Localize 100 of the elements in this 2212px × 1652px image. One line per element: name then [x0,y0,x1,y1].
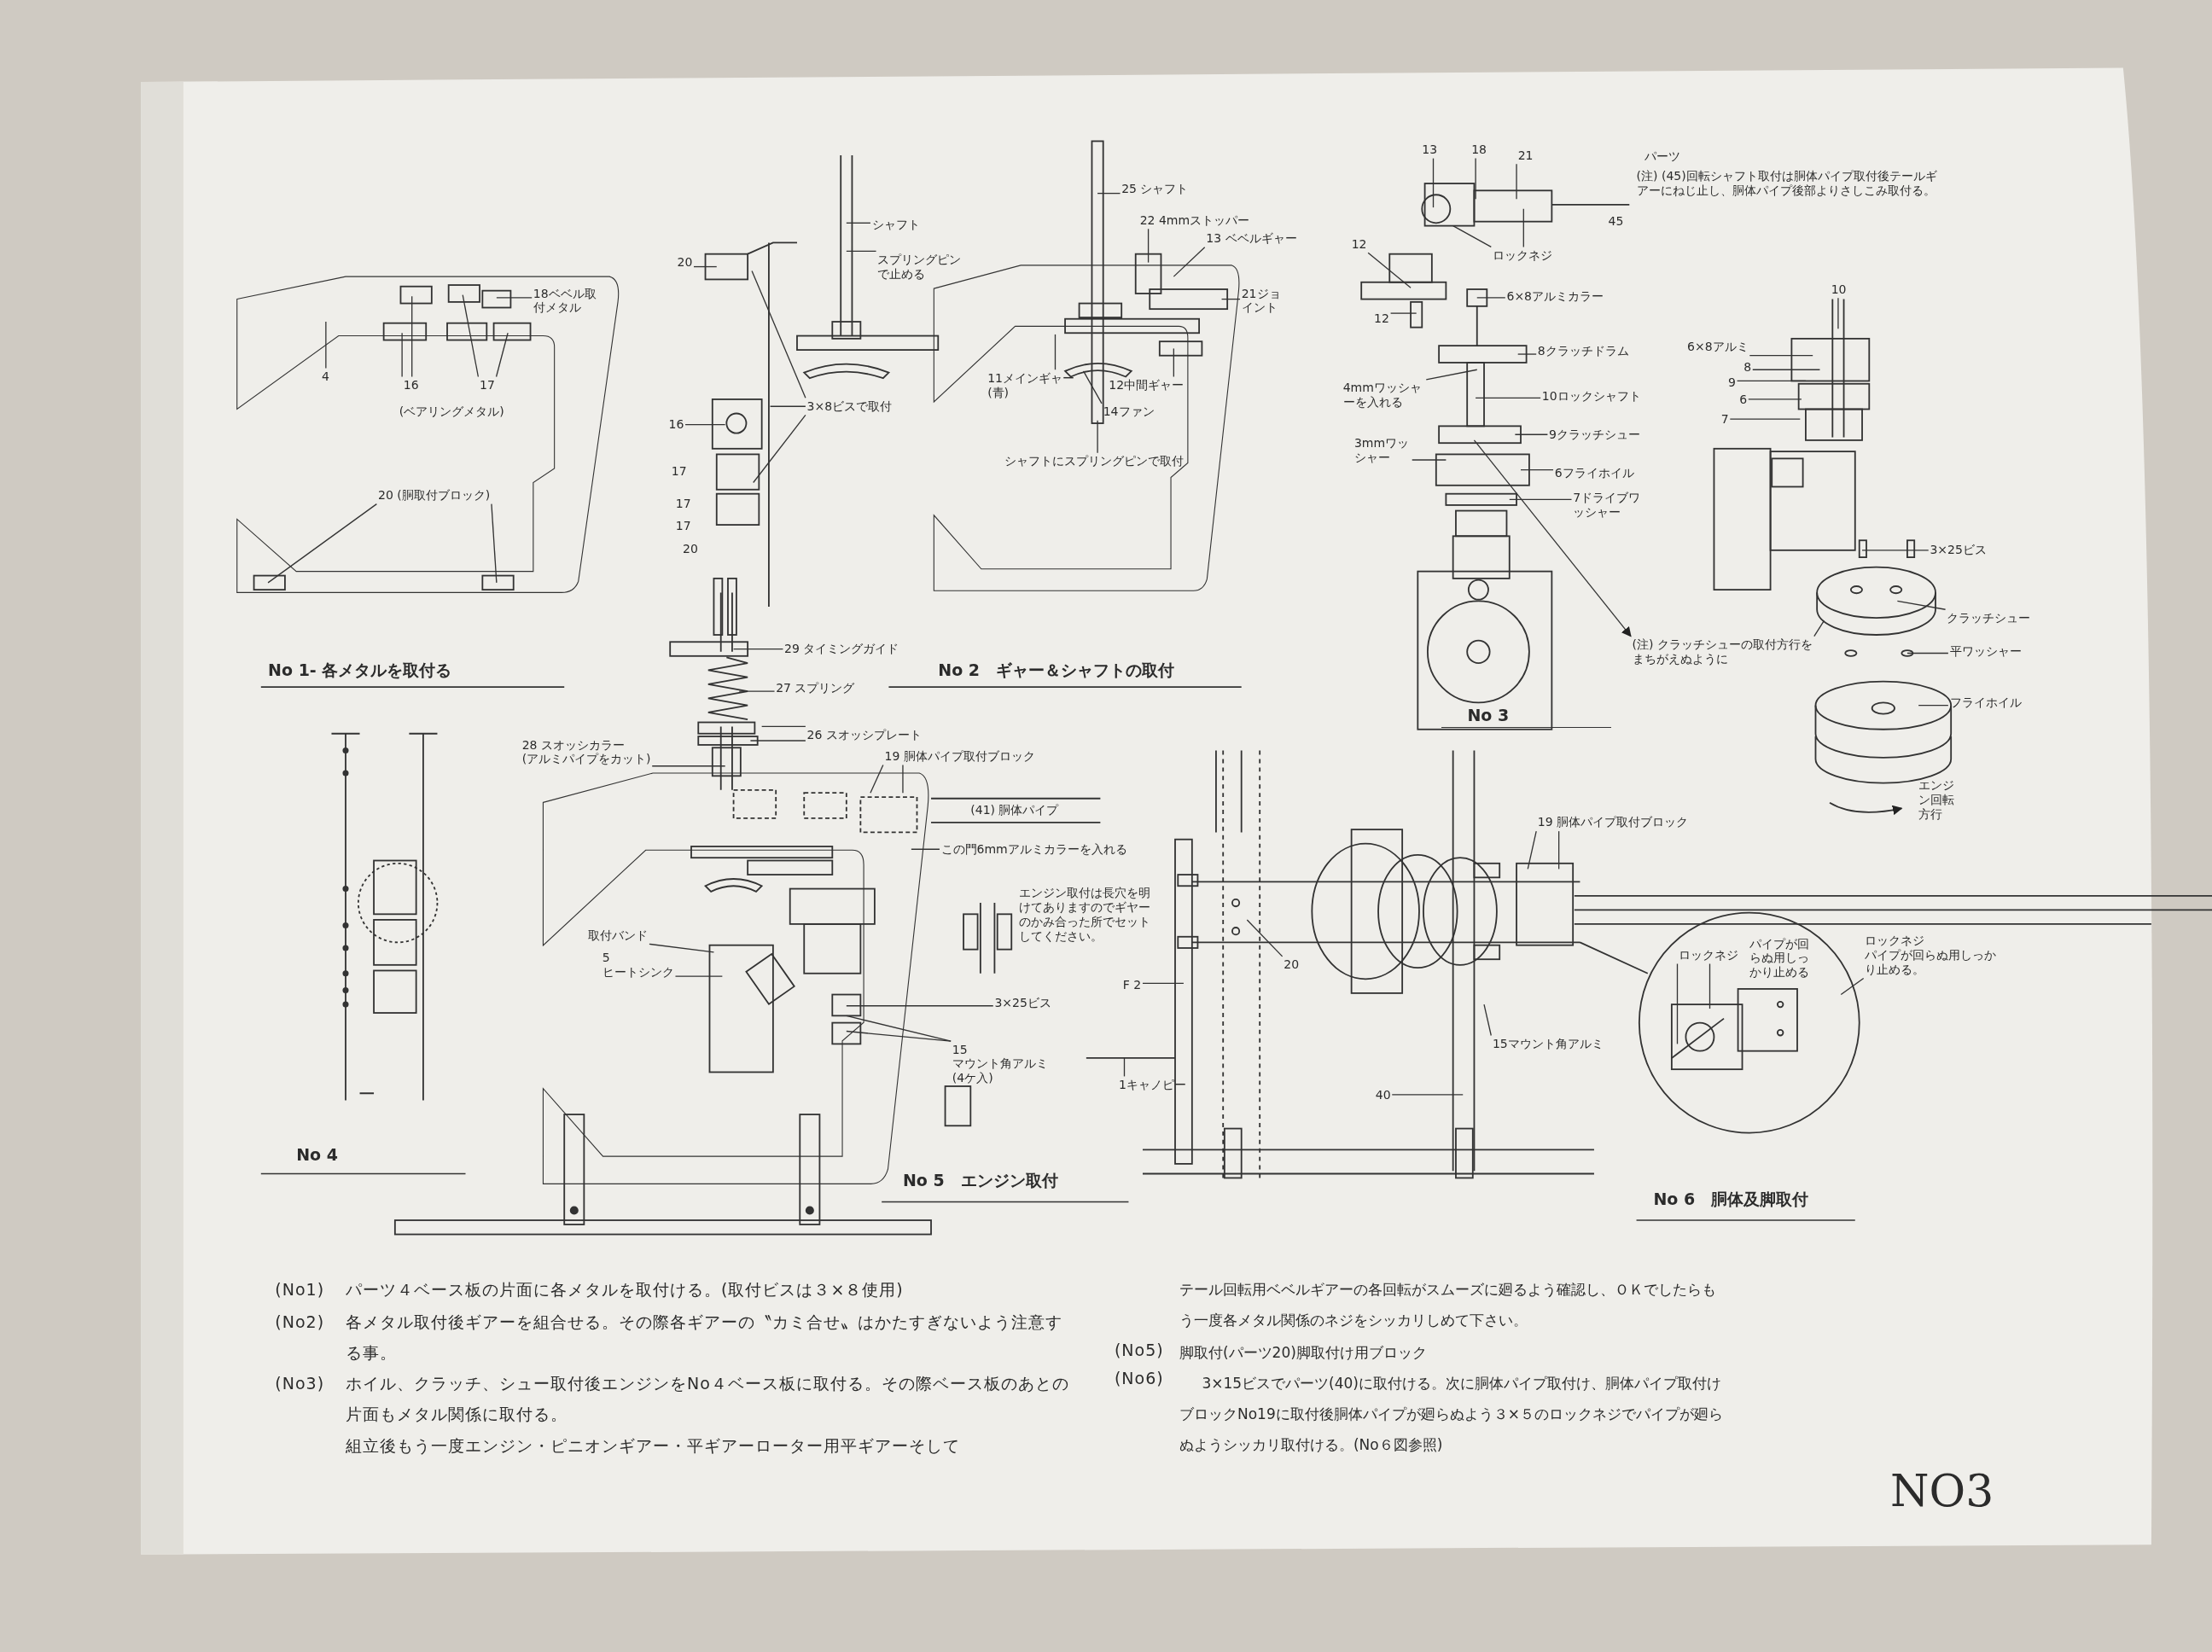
callout-label: 8クラッチドラム [1537,344,1629,359]
leader-line [1813,620,1825,637]
callout-label: 25 シャフト [1121,182,1189,197]
leader-line [1389,312,1417,314]
leader-line [846,250,877,253]
callout-label: 取付バンド [588,928,649,943]
callout-label: 6 [1739,392,1748,407]
leader-line [1918,705,1949,707]
note-text: エンジン回転方行 [1918,778,1956,822]
callout-label: 20 (胴取付ブロック) [378,487,491,503]
callout-label: 20 [677,255,693,270]
leader-line [911,848,940,850]
leader-line [495,332,509,378]
leader-line [1837,297,1839,329]
callout-label: 9 [1728,375,1736,390]
part-name: (41) 胴体パイプ [970,802,1059,817]
instruction-text: ホイル、クラッチ、シュー取付後エンジンをNo４ベース板に取付る。その際ベース板のあとの片面もメタル関係に取付る。 [346,1373,1070,1426]
callout-label: この門6mmアルミカラーを入れる [940,841,1127,857]
callout-label: 18ベベル取付メタル [533,286,607,316]
leader-line [1452,224,1492,248]
leader-line [1475,397,1541,398]
instruction-text: 組立後もう一度エンジン・ピニオンギアー・平ギアーローター用平ギアーそして [346,1435,960,1457]
callout-label: ロックネジ [1679,947,1739,963]
callout-label: 6×8アルミカラー [1506,288,1604,304]
leader-line [732,648,784,650]
callout-label: 21 [1517,148,1534,163]
leader-line [1123,1057,1126,1078]
callout-number: 17 [675,519,691,534]
callout-text: 28 スオッシカラー [521,737,626,753]
callout-label: クラッチシュー [1947,610,2031,625]
callout-text: ロックネジ [1865,934,1926,949]
step-number: (No5) [1114,1339,1164,1361]
figure-title: No 5 エンジン取付 [902,1171,1058,1190]
leader-line [1748,398,1802,400]
leader-line [1173,247,1206,277]
leader-line [1246,919,1284,957]
leader-line [1708,963,1711,1009]
leader-line [753,414,806,484]
leader-line [1483,1003,1492,1037]
callout-label: 40 [1375,1087,1391,1102]
leader-line [411,295,413,378]
leader-line [749,740,806,742]
callout-label: 13 [1422,142,1438,157]
step-number: (No2) [275,1311,325,1333]
callout-label: 21ジョイント [1241,286,1284,316]
leader-line [684,424,726,426]
callout-label: 14ファン [1103,404,1155,420]
leader-line [738,690,776,692]
leader-line [1557,830,1560,870]
leader-line [1082,370,1103,404]
leader-line [846,222,871,224]
callout-label: 7ドライブワッシャー [1573,491,1647,520]
leader-line [651,765,726,767]
instruction-text: 脚取付(パーツ20)脚取付け用ブロック [1179,1343,1427,1364]
leader-line [902,764,904,794]
step-number: (No1) [275,1278,325,1300]
callout-label: 16 [668,417,684,433]
leader-line [325,321,327,369]
callout-label: 12 [1374,311,1389,327]
leader-line [1425,369,1478,381]
callout-label: 26 スオッシプレート [806,727,922,742]
leader-line [1476,297,1506,299]
callout-label: 19 胴体パイプ取付ブロック [1537,815,1689,830]
callout-label: 12 [1351,236,1367,252]
leader-line [462,294,480,378]
handwritten-page-number: NO3 [1890,1463,1994,1518]
part-name: (ベアリングメタル) [399,404,504,420]
callout-label: 6フライホイル [1554,465,1634,480]
callout-label: 4 [321,369,329,384]
leader-line [401,332,403,378]
callout-label: 8 [1743,359,1752,375]
leader-line [1522,208,1524,248]
leader-line [761,725,806,728]
callout-label: 10 [1831,282,1847,297]
figure-title: No 4 [296,1145,338,1166]
figure-title: No 2 ギャー＆シャフトの取付 [938,660,1175,680]
callout-label: スプリングピンで止める [877,252,965,282]
base-plate-drawing [236,276,620,593]
callout-text: パイプが回らぬ用しっかり止める。 [1865,948,1998,977]
handwritten-note: パイプが回らぬ用しっかり止める [1749,936,1810,980]
leader-line [1097,420,1098,454]
callout-label: 平ワッシャー [1949,644,2022,660]
callout-label: フライホイル [1949,695,2022,710]
callout-label: 6×8アルミ [1687,340,1749,355]
callout-label: 16 [403,378,419,393]
callout-label: 3×25ビス [1930,543,1987,558]
figure-title: No 1- 各メタルを取付る [268,660,452,680]
callout-label: 17 [480,378,495,393]
leader-line [1391,1094,1464,1096]
leader-line [1520,468,1554,471]
leader-line [1736,380,1807,382]
figure-title: No 6 胴体及脚取付 [1653,1189,1809,1209]
leader-line [769,405,806,407]
callout-label: 3×8ビスで取付 [806,398,893,414]
callout-label: 18 [1471,142,1487,157]
arrow [1473,439,1632,637]
leader-line [1896,600,1947,610]
leader-line [674,975,724,977]
leader-line [1220,298,1241,300]
step-number: (No6) [1114,1367,1164,1389]
